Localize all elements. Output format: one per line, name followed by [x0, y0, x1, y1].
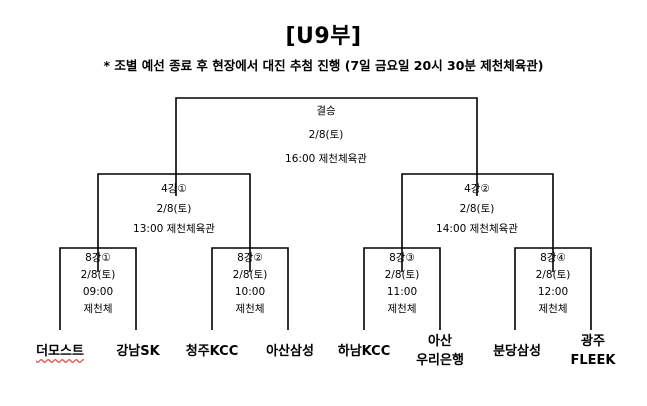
- quarter1-date: 2/8(토): [80, 269, 116, 281]
- team-8-name-line2: FLEEK: [570, 353, 616, 368]
- team-7: 분당삼성: [477, 342, 557, 361]
- team-1: 더모스트: [20, 342, 100, 361]
- quarter3-match-info: 8강③ 2/8(토) 11:00 제천체: [362, 251, 442, 317]
- quarter1-label: 8강①: [85, 252, 111, 264]
- semi1-match-info: 4강① 2/8(토) 13:00 제천체육관: [94, 182, 254, 237]
- quarter1-venue: 제천체: [83, 303, 113, 315]
- quarter3-label: 8강③: [389, 252, 415, 264]
- final-match-info: 결승 2/8(토) 16:00 제천체육관: [246, 104, 406, 167]
- team-3: 청주KCC: [172, 342, 252, 361]
- quarter4-time: 12:00: [537, 286, 569, 298]
- quarter1-time: 09:00: [82, 286, 114, 298]
- page-title: [U9부]: [285, 24, 362, 49]
- team-6: 아산 우리은행: [400, 332, 480, 370]
- quarter3-venue: 제천체: [387, 303, 417, 315]
- team-8: 광주 FLEEK: [553, 332, 633, 370]
- team-2-name: 강남SK: [116, 344, 160, 359]
- quarter4-match-info: 8강④ 2/8(토) 12:00 제천체: [513, 251, 593, 317]
- quarter1-bracket-line: [59, 247, 137, 330]
- quarter1-match-info: 8강① 2/8(토) 09:00 제천체: [58, 251, 138, 317]
- quarter2-venue: 제천체: [235, 303, 265, 315]
- team-2: 강남SK: [98, 342, 178, 361]
- final-label: 결승: [316, 105, 336, 117]
- semi1-bracket-line: [97, 173, 251, 272]
- team-6-name-line2: 우리은행: [416, 353, 464, 368]
- quarter2-bracket-line: [211, 247, 289, 330]
- team-5: 하남KCC: [324, 342, 404, 361]
- final-bracket-line: [175, 97, 478, 196]
- team-8-name-line1: 광주: [581, 334, 605, 349]
- team-7-name: 분당삼성: [493, 344, 541, 359]
- semi1-date: 2/8(토): [156, 203, 192, 215]
- team-5-name: 하남KCC: [337, 344, 391, 359]
- semi2-match-info: 4강② 2/8(토) 14:00 제천체육관: [397, 182, 557, 237]
- semi1-time-venue: 13:00 제천체육관: [133, 223, 215, 235]
- team-4-name: 아산삼성: [266, 344, 314, 359]
- quarter2-date: 2/8(토): [232, 269, 268, 281]
- team-3-name: 청주KCC: [185, 344, 239, 359]
- quarter4-venue: 제천체: [538, 303, 568, 315]
- quarter3-time: 11:00: [386, 286, 418, 298]
- quarter2-time: 10:00: [234, 286, 266, 298]
- semi1-label: 4강①: [161, 183, 187, 195]
- draw-notice: * 조별 예선 종료 후 현장에서 대진 추첨 진행 (7일 금요일 20시 3…: [103, 58, 544, 73]
- team-1-name: 더모스트: [36, 344, 84, 359]
- semi2-bracket-line: [401, 173, 554, 272]
- quarter2-match-info: 8강② 2/8(토) 10:00 제천체: [210, 251, 290, 317]
- final-date: 2/8(토): [308, 129, 344, 141]
- semi2-label: 4강②: [464, 183, 490, 195]
- team-4: 아산삼성: [250, 342, 330, 361]
- quarter4-bracket-line: [514, 247, 592, 330]
- quarter4-date: 2/8(토): [535, 269, 571, 281]
- quarter2-label: 8강②: [237, 252, 263, 264]
- team-6-name-line1: 아산: [428, 334, 452, 349]
- quarter4-label: 8강④: [540, 252, 566, 264]
- quarter3-date: 2/8(토): [384, 269, 420, 281]
- quarter3-bracket-line: [363, 247, 441, 330]
- semi2-date: 2/8(토): [459, 203, 495, 215]
- semi2-time-venue: 14:00 제천체육관: [436, 223, 518, 235]
- final-time-venue: 16:00 제천체육관: [285, 153, 367, 165]
